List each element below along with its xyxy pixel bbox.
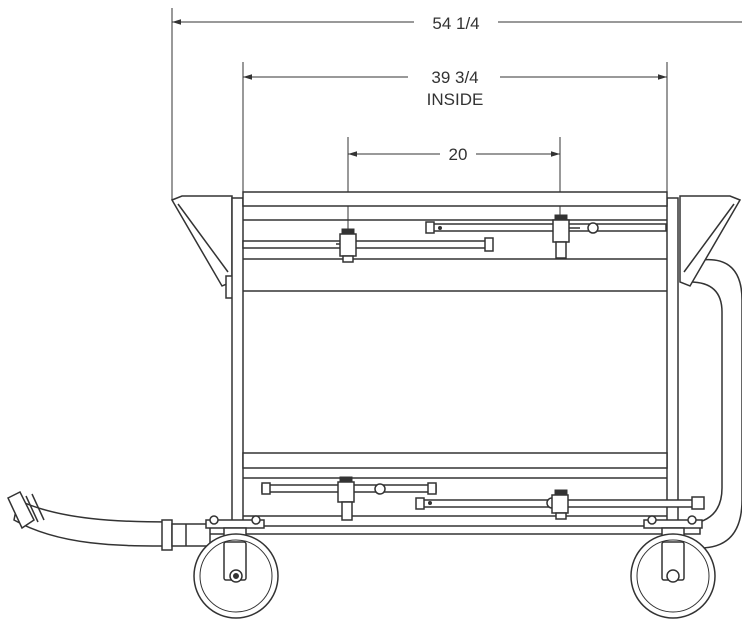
overall-width-dimension: 54 1/4 [171,8,742,200]
hopper-flare-right [679,195,742,287]
inlet-hose [7,490,211,551]
upper-valve-right [552,214,580,259]
upper-manifold [242,221,667,252]
lower-valve-left [337,476,355,521]
top-rim [242,191,668,207]
inside-width-label: 39 3/4 [431,68,478,87]
center-spacing-dimension: 20 [347,137,561,232]
right-caster [630,515,716,619]
inside-width-dimension: 39 3/4 INSIDE [242,62,668,196]
upper-bar-right [429,223,667,232]
rear-hose-loop [689,258,742,549]
overall-width-label: 54 1/4 [432,14,479,33]
right-post [666,197,679,529]
lower-valve-right [551,489,569,520]
left-caster [193,515,279,619]
hose-fitting [171,523,211,547]
inside-note-label: INSIDE [427,90,484,109]
center-spacing-label: 20 [449,145,468,164]
hose-cam-coupler [7,490,35,530]
upper-bar-left [242,240,488,249]
base-rail [207,525,701,535]
cart-frame [207,191,701,535]
upper-valve-left [336,228,357,263]
hopper-flare-left [170,195,235,299]
lower-tray [242,452,668,469]
lower-manifold [261,482,705,510]
hose-clamp [161,519,173,551]
left-post [231,197,244,529]
